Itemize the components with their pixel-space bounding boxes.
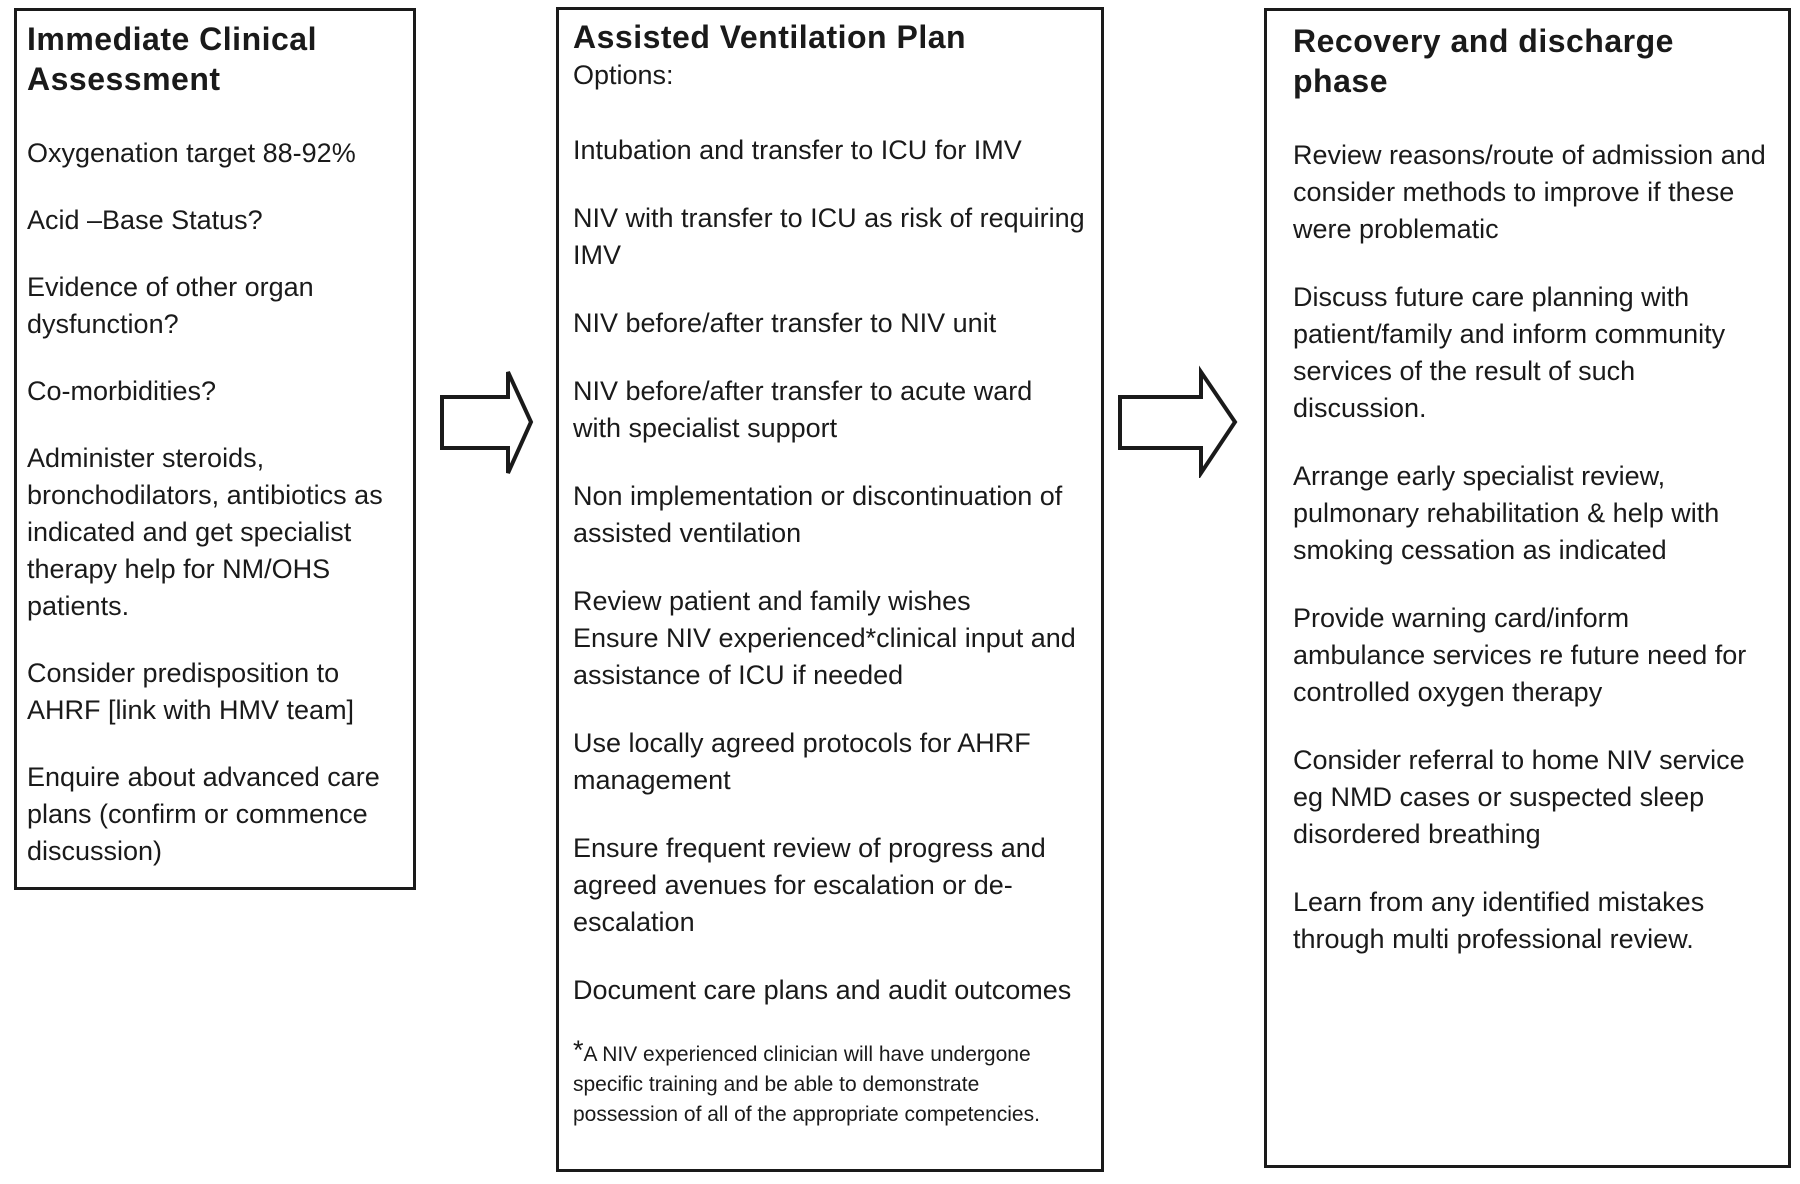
paragraph: Enquire about advanced care plans (confi… <box>27 762 380 866</box>
box-title: Recovery and discharge phase <box>1293 23 1674 99</box>
paragraph: Review patient and family wishes Ensure … <box>573 586 1076 690</box>
paragraph: Provide warning card/inform ambulance se… <box>1293 603 1747 707</box>
paragraph: Oxygenation target 88-92% <box>27 138 356 168</box>
paragraph: Learn from any identified mistakes throu… <box>1293 887 1705 954</box>
paragraph: Co-morbidities? <box>27 376 217 406</box>
footnote-text: A NIV experienced clinician will have un… <box>573 1043 1040 1126</box>
paragraph: NIV with transfer to ICU as risk of requ… <box>573 203 1085 270</box>
paragraph: Use locally agreed protocols for AHRF ma… <box>573 728 1031 795</box>
paragraph: Consider referral to home NIV service eg… <box>1293 745 1745 849</box>
paragraph: Administer steroids, bronchodilators, an… <box>27 443 383 621</box>
footnote-asterisk: * <box>573 1035 584 1065</box>
paragraph: Document care plans and audit outcomes <box>573 975 1072 1005</box>
box-subtitle: Options: <box>573 60 674 90</box>
right-block-arrow-icon <box>1116 364 1240 483</box>
paragraph: Evidence of other organ dysfunction? <box>27 272 314 339</box>
paragraph: Intubation and transfer to ICU for IMV <box>573 135 1022 165</box>
paragraph: Non implementation or discontinuation of… <box>573 481 1063 548</box>
paragraph: Discuss future care planning with patien… <box>1293 282 1726 423</box>
box-recovery-discharge-phase: Recovery and discharge phase Review reas… <box>1264 8 1791 1168</box>
box-assisted-ventilation-plan: Assisted Ventilation Plan Options: Intub… <box>556 7 1104 1172</box>
paragraph: Consider predisposition to AHRF [link wi… <box>27 658 355 725</box>
paragraph: Ensure frequent review of progress and a… <box>573 833 1046 937</box>
right-block-arrow-icon <box>438 364 536 483</box>
box-title: Immediate Clinical Assessment <box>27 21 317 97</box>
paragraph: Acid –Base Status? <box>27 205 263 235</box>
paragraph: Review reasons/route of admission and co… <box>1293 140 1766 244</box>
paragraph: Arrange early specialist review, pulmona… <box>1293 461 1720 565</box>
footnote: *A NIV experienced clinician will have u… <box>573 1037 1087 1130</box>
box-immediate-clinical-assessment: Immediate Clinical Assessment Oxygenatio… <box>14 8 416 890</box>
box-title: Assisted Ventilation Plan <box>573 19 967 55</box>
paragraph: NIV before/after transfer to acute ward … <box>573 376 1033 443</box>
paragraph: NIV before/after transfer to NIV unit <box>573 308 997 338</box>
